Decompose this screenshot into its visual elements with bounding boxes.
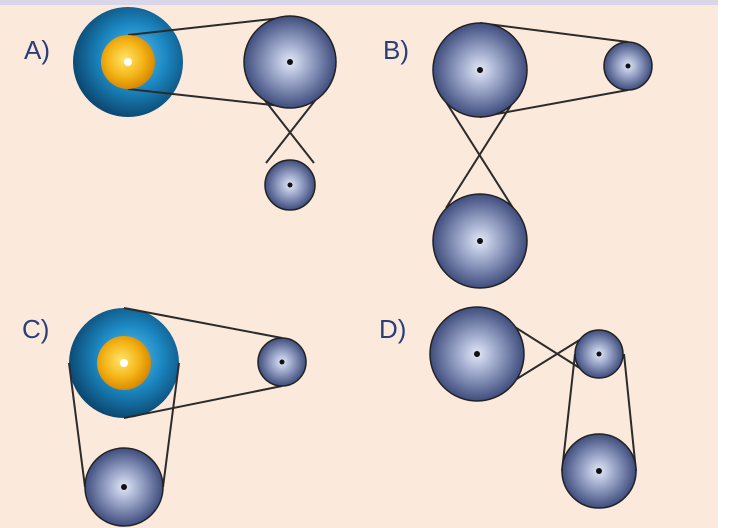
right-edge bbox=[718, 0, 730, 528]
panel-a-label: A) bbox=[24, 35, 50, 65]
panel-c-right-axle bbox=[279, 359, 285, 365]
panel-d-belt bbox=[561, 353, 576, 472]
panel-d-right-axle bbox=[596, 351, 602, 357]
top-strip bbox=[0, 0, 730, 5]
panel-d-bottom-axle bbox=[596, 468, 602, 474]
panel-b-belt-crossed bbox=[445, 101, 514, 209]
panel-a-bottom-axle bbox=[287, 182, 293, 188]
panel-c-belt bbox=[123, 307, 283, 339]
panel-d-label: D) bbox=[379, 314, 406, 344]
panel-d-belt-crossed bbox=[506, 335, 587, 386]
panel-c-drive-axle bbox=[120, 359, 128, 367]
panel-b: B) bbox=[383, 22, 653, 289]
panel-c-label: C) bbox=[22, 314, 49, 344]
panel-c-belt bbox=[162, 362, 180, 488]
panel-b-right-axle bbox=[625, 63, 631, 69]
panel-d-belt bbox=[623, 353, 637, 472]
panel-a-top-axle bbox=[287, 59, 293, 65]
panel-a-belt bbox=[127, 88, 291, 108]
panel-b-bottom-axle bbox=[477, 238, 483, 244]
panel-a-drive-axle bbox=[124, 58, 132, 66]
panel-a: A) bbox=[24, 7, 337, 211]
panel-c-bottom-axle bbox=[121, 484, 127, 490]
panel-b-top-axle bbox=[477, 67, 483, 73]
panel-d: D) bbox=[379, 306, 637, 509]
panel-c: C) bbox=[22, 307, 307, 527]
panel-b-belt bbox=[479, 22, 629, 43]
panel-c-belt bbox=[123, 385, 283, 419]
panel-c-belt bbox=[68, 362, 86, 488]
panel-b-label: B) bbox=[383, 35, 409, 65]
panel-d-belt-crossed bbox=[506, 321, 587, 373]
panel-b-belt bbox=[479, 89, 629, 118]
panel-a-belt bbox=[127, 16, 291, 36]
panel-d-left-axle bbox=[474, 351, 480, 357]
